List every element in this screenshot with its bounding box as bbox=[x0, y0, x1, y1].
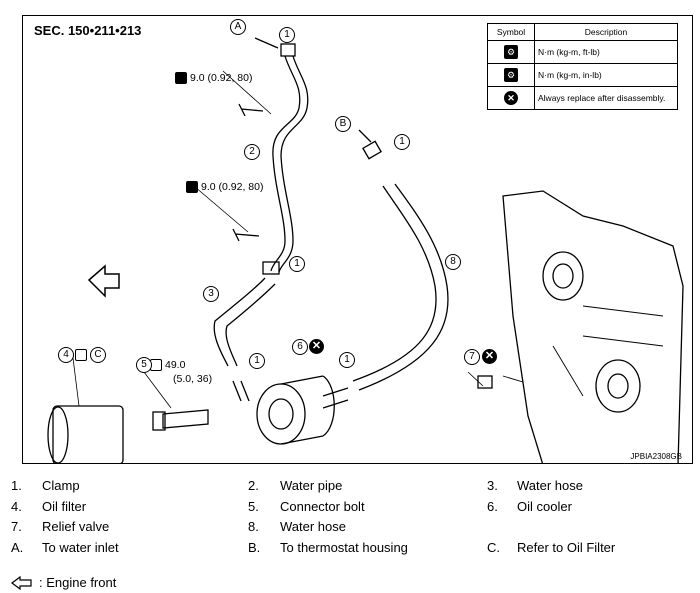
engine-front-arrow-icon bbox=[11, 575, 32, 590]
legend-text: Oil cooler bbox=[517, 499, 572, 514]
legend-num: 7. bbox=[11, 519, 22, 534]
section-title: SEC. 150•211•213 bbox=[34, 23, 142, 38]
legend-num: 3. bbox=[487, 478, 498, 493]
water-hose-3 bbox=[213, 277, 266, 367]
legend-num: 4. bbox=[11, 499, 22, 514]
callout-3: 3 bbox=[203, 286, 219, 302]
legend-row: 7. Relief valve 8. Water hose bbox=[0, 519, 700, 537]
legend-text: Relief valve bbox=[42, 519, 110, 534]
engine-front-legend: : Engine front bbox=[11, 575, 116, 590]
legend-text: To water inlet bbox=[42, 540, 119, 555]
callout-1: 1 bbox=[249, 353, 265, 369]
torque-icon bbox=[175, 72, 187, 84]
oil-cooler bbox=[256, 383, 306, 445]
callout-a: A bbox=[230, 19, 246, 35]
symbol-desc: N·m (kg-m, in-lb) bbox=[534, 63, 678, 87]
legend-row: 1. Clamp 2. Water pipe 3. Water hose bbox=[0, 478, 700, 496]
water-pipe bbox=[270, 55, 301, 272]
legend-text: Clamp bbox=[42, 478, 80, 493]
legend-num: 5. bbox=[248, 499, 259, 514]
engine-block bbox=[502, 190, 684, 463]
legend-text: Water pipe bbox=[280, 478, 343, 493]
replace-icon: ✕ bbox=[309, 339, 324, 354]
symbol-desc: N·m (kg-m, ft-lb) bbox=[534, 40, 678, 64]
legend-num: 6. bbox=[487, 499, 498, 514]
legend-row: A. To water inlet B. To thermostat housi… bbox=[0, 540, 700, 558]
symbol-desc: Always replace after disassembly. bbox=[534, 86, 678, 110]
legend-text: Refer to Oil Filter bbox=[517, 540, 616, 555]
legend-num: B. bbox=[248, 540, 261, 555]
torque-spec: 49.0 bbox=[150, 359, 185, 371]
diagram-drawing bbox=[47, 37, 684, 463]
engine-front-arrow bbox=[87, 264, 120, 298]
connector-bolt bbox=[162, 409, 209, 429]
callout-1: 1 bbox=[339, 352, 355, 368]
replace-icon: ✕ bbox=[482, 349, 497, 364]
legend-text: To thermostat housing bbox=[280, 540, 408, 555]
torque-inlb-icon: ⚙ bbox=[504, 68, 518, 82]
callout-4: 4 bbox=[58, 347, 74, 363]
legend-text: Water hose bbox=[280, 519, 346, 534]
callout-1: 1 bbox=[279, 27, 295, 43]
description-header: Description bbox=[534, 23, 678, 41]
legend-num: 8. bbox=[248, 519, 259, 534]
torque-value-sub: (5.0, 36) bbox=[173, 373, 213, 385]
torque-ftlb-icon: ⚙ bbox=[504, 45, 518, 59]
symbol-table: Symbol Description ⚙ N·m (kg-m, ft-lb) ⚙… bbox=[487, 23, 678, 110]
torque-spec: 9.0 (0.92, 80) bbox=[175, 72, 252, 84]
callout-2: 2 bbox=[244, 144, 260, 160]
callout-1: 1 bbox=[394, 134, 410, 150]
legend-text: Water hose bbox=[517, 478, 583, 493]
legend-num: 2. bbox=[248, 478, 259, 493]
legend-text: Oil filter bbox=[42, 499, 87, 514]
torque-icon bbox=[186, 181, 198, 193]
torque-value: 9.0 (0.92, 80) bbox=[190, 72, 253, 84]
oil-filter bbox=[52, 405, 124, 463]
legend-num: 1. bbox=[11, 478, 22, 493]
engine-front-label: : Engine front bbox=[39, 575, 117, 590]
water-hose-8 bbox=[352, 185, 437, 382]
symbol-header: Symbol bbox=[487, 23, 535, 41]
exploded-diagram: SEC. 150•211•213 Symbol Description ⚙ N·… bbox=[22, 15, 693, 464]
replace-icon: ✕ bbox=[504, 91, 518, 105]
legend-row: 4. Oil filter 5. Connector bolt 6. Oil c… bbox=[0, 499, 700, 517]
clamp-top bbox=[280, 43, 296, 57]
callout-c: C bbox=[90, 347, 106, 363]
callout-b: B bbox=[335, 116, 351, 132]
legend-num: C. bbox=[487, 540, 500, 555]
torque-spec: 9.0 (0.92, 80) bbox=[186, 181, 263, 193]
image-code: JPBIA2308GB bbox=[630, 452, 682, 461]
legend-num: A. bbox=[11, 540, 24, 555]
callout-7: 7 bbox=[464, 349, 480, 365]
legend-text: Connector bolt bbox=[280, 499, 365, 514]
callout-1: 1 bbox=[289, 256, 305, 272]
torque-value: 9.0 (0.92, 80) bbox=[201, 181, 264, 193]
torque-value: 49.0 bbox=[165, 359, 186, 371]
oil-filter-wrench-icon bbox=[75, 349, 87, 361]
callout-6: 6 bbox=[292, 339, 308, 355]
callout-8: 8 bbox=[445, 254, 461, 270]
callout-5: 5 bbox=[136, 357, 152, 373]
